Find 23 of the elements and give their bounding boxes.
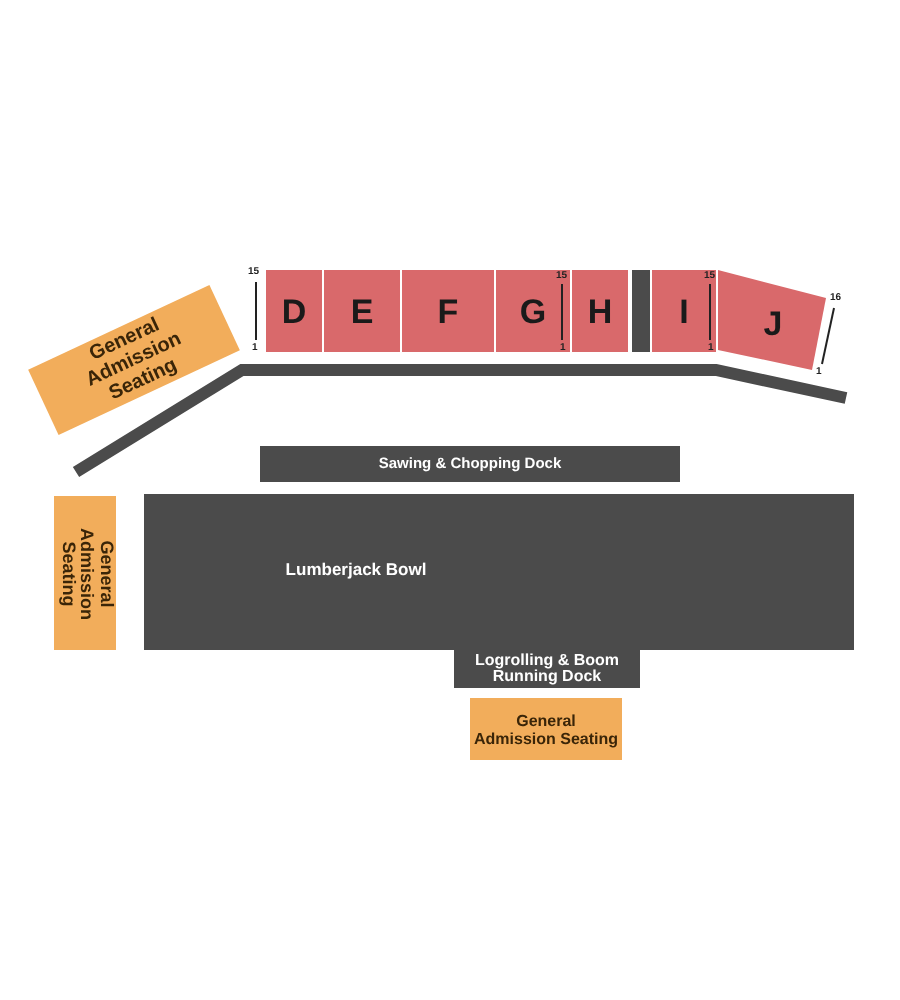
section-letter: J	[763, 307, 783, 341]
section-letter: F	[437, 294, 459, 328]
dock-label: Logrolling & Boom Running Dock	[475, 652, 619, 686]
seating-area-label: General Admission Seating	[56, 527, 114, 619]
section-letter: G	[519, 294, 547, 328]
bowl-area	[144, 494, 854, 650]
section-letter: E	[350, 294, 374, 328]
seating-area	[470, 698, 622, 760]
seating-section	[572, 270, 628, 352]
seating-section	[324, 270, 400, 352]
section-letter: H	[587, 294, 613, 328]
seating-section	[266, 270, 322, 352]
seating-section	[402, 270, 494, 352]
dock-platform	[260, 446, 680, 482]
bowl-label: Lumberjack Bowl	[285, 561, 427, 579]
section-letter: D	[281, 294, 307, 328]
dock-platform	[454, 650, 640, 688]
seating-area-label: General Admission Seating	[474, 711, 618, 747]
seating-area	[54, 496, 116, 650]
section-letter: I	[679, 294, 689, 328]
aisle-bar	[632, 270, 650, 352]
seating-section	[652, 270, 716, 352]
seating-section	[496, 270, 570, 352]
